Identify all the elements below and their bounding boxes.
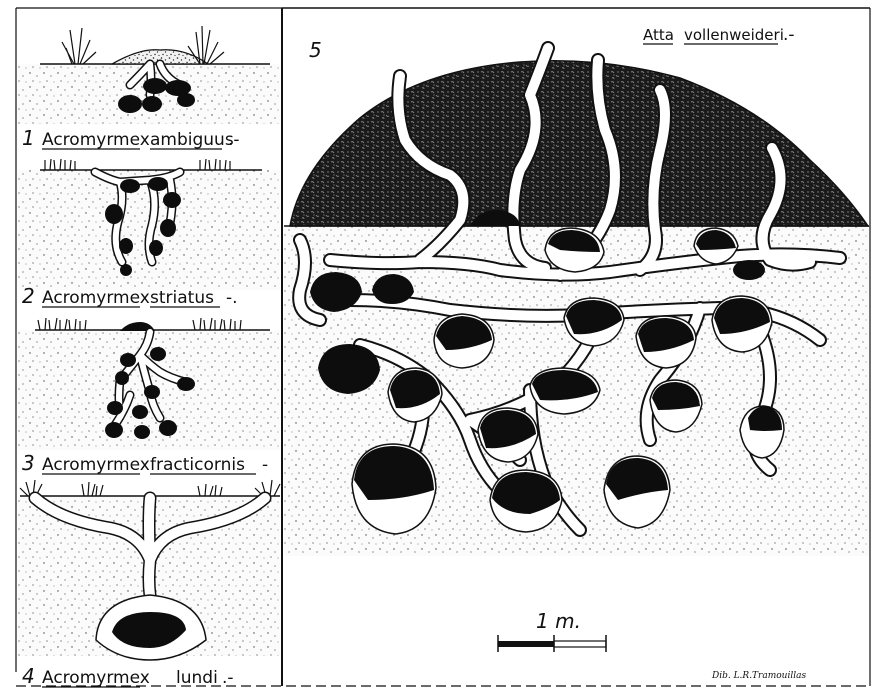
panel-1-caption: 1 Acromyrmex ambiguus .- xyxy=(22,126,240,150)
panel-3-caption: 3 Acromyrmex fracticornis - xyxy=(22,451,268,475)
fungus-chamber xyxy=(733,260,765,280)
fungus-chamber xyxy=(134,425,150,439)
fungus-chamber xyxy=(149,240,163,256)
scale-bar-label: 1 m. xyxy=(536,609,581,633)
caption-tail: - xyxy=(262,455,268,475)
panel-4-nest xyxy=(18,480,280,660)
fungus-chamber xyxy=(143,78,167,94)
fungus-chamber xyxy=(177,93,195,107)
fungus-chamber xyxy=(150,347,166,361)
caption-tail: -. xyxy=(226,288,238,308)
fungus-chamber xyxy=(177,377,195,391)
fungus-chamber xyxy=(120,353,136,367)
panel-4-caption: 4 Acromyrmex lundi .- xyxy=(22,664,234,688)
fungus-chamber xyxy=(142,96,162,112)
fungus-chamber xyxy=(148,177,168,191)
species-name: vollenweideri xyxy=(684,26,784,44)
panel-2-caption: 2 Acromyrmex striatus -. xyxy=(22,284,238,308)
fungus-chamber xyxy=(160,219,176,237)
fungus-chamber xyxy=(144,385,160,399)
fungus-chamber xyxy=(105,422,123,438)
fungus-chamber xyxy=(163,192,181,208)
panel-number: 2 xyxy=(22,284,35,308)
genus-name: Acromyrmex xyxy=(42,668,150,688)
panel-number: 1 xyxy=(22,126,35,150)
caption-tail: .- xyxy=(783,25,795,45)
caption-tail: .- xyxy=(222,668,234,688)
fungus-chamber xyxy=(118,95,142,113)
genus-name: Acromyrmex xyxy=(42,130,150,150)
species-name: fracticornis xyxy=(150,455,245,475)
fungus-chamber xyxy=(107,401,123,415)
panel-2-nest xyxy=(18,159,280,290)
fungus-chamber xyxy=(120,264,132,276)
species-name: lundi xyxy=(176,668,218,688)
genus-name: Atta xyxy=(643,26,674,44)
genus-name: Acromyrmex xyxy=(42,288,150,308)
fungus-chamber xyxy=(159,420,177,436)
genus-name: Acromyrmex xyxy=(42,455,150,475)
species-name: striatus xyxy=(150,288,214,308)
caption-tail: .- xyxy=(228,130,240,150)
fungus-chamber xyxy=(115,371,129,385)
fungus-chamber xyxy=(132,405,148,419)
panel-number: 3 xyxy=(22,451,35,475)
artist-credit: Dib. L.R.Tramouillas xyxy=(711,671,806,681)
panel-3-nest xyxy=(18,318,280,450)
panel-number: 4 xyxy=(22,664,35,688)
species-name: ambiguus xyxy=(150,130,234,150)
fungus-chamber xyxy=(119,238,133,254)
panel-number: 5 xyxy=(309,38,322,62)
fungus-chamber xyxy=(105,204,123,224)
fungus-chamber xyxy=(120,179,140,193)
